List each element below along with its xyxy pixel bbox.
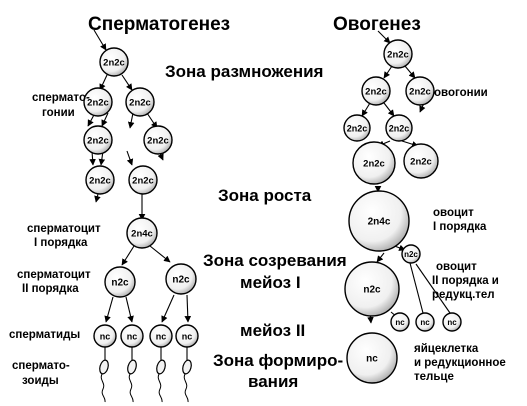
polar-body-cell: nc xyxy=(442,312,462,332)
spermatozoon-icon xyxy=(182,359,192,403)
svg-text:2n2c: 2n2c xyxy=(387,50,409,61)
svg-text:2n2c: 2n2c xyxy=(147,136,169,147)
label-egg-1: яйцеклетка xyxy=(414,343,479,355)
spermatid-cell: nc xyxy=(149,324,173,348)
label-spermatocyte2-1: сперматоцит xyxy=(17,269,91,281)
svg-text:2n2c: 2n2c xyxy=(89,176,111,187)
growing-oocyte-cell: 2n2c xyxy=(403,143,439,179)
label-spermatogonia-2: гонии xyxy=(42,107,75,119)
svg-text:nc: nc xyxy=(420,318,430,327)
oogenesis-tree: 2n2c 2n2c 2n2c 2n2c 2n2c 2n2c 2n2c 2n4c … xyxy=(343,30,506,384)
label-spermatids: сперматиды xyxy=(9,329,80,341)
label-egg-2: и редукционное xyxy=(414,357,506,369)
spermatogenesis-tree: 2n2c 2n2c 2n2c 2n2c 2n2c 2n2c 2n2c 2n4c … xyxy=(9,29,199,403)
spermatid-cell: nc xyxy=(120,324,144,348)
label-spermatozoa-2: зоиды xyxy=(22,375,59,387)
svg-text:2n2c: 2n2c xyxy=(87,136,109,147)
polar-body-cell: nc xyxy=(390,312,410,332)
svg-text:2n2c: 2n2c xyxy=(363,159,385,170)
zone-meiosis-1: мейоз I xyxy=(240,273,301,292)
oogenesis-title: Овогенез xyxy=(333,14,421,35)
svg-text:nc: nc xyxy=(100,331,111,341)
oogonium-cell: 2n2c xyxy=(343,114,371,142)
svg-text:nc: nc xyxy=(182,331,193,341)
spermatozoon-icon xyxy=(99,359,109,403)
svg-text:nc: nc xyxy=(447,318,457,327)
svg-text:n2c: n2c xyxy=(111,278,129,289)
label-oocyte2-1: овоцит xyxy=(436,261,477,273)
spermatozoon-icon xyxy=(127,359,137,403)
svg-text:nc: nc xyxy=(156,331,167,341)
zone-maturation: Зона созревания xyxy=(203,251,347,270)
svg-text:2n2c: 2n2c xyxy=(365,87,387,98)
svg-text:2n2c: 2n2c xyxy=(409,87,431,98)
label-spermatozoa-1: спермато- xyxy=(12,360,70,372)
spermatid-cell: nc xyxy=(175,324,199,348)
spermatogonium-cell: 2n2c xyxy=(83,125,113,155)
label-spermatocyte1-2: I порядка xyxy=(34,237,88,249)
svg-text:nc: nc xyxy=(127,331,138,341)
polar-body-cell: n2c xyxy=(401,244,421,264)
svg-text:2n2c: 2n2c xyxy=(410,157,432,168)
spermatogonium-cell: 2n2c xyxy=(85,165,115,195)
spermatid-cell: nc xyxy=(93,324,117,348)
label-oogonia: овогонии xyxy=(434,87,488,99)
label-oocyte2-2: II порядка и xyxy=(432,275,499,287)
svg-text:2n4c: 2n4c xyxy=(131,229,153,240)
label-spermatocyte2-2: II порядка xyxy=(22,283,79,295)
label-spermatocyte1-1: сперматоцит xyxy=(27,223,101,235)
svg-text:2n2c: 2n2c xyxy=(129,98,151,109)
svg-text:n2c: n2c xyxy=(172,275,190,286)
polar-body-cell: nc xyxy=(415,312,435,332)
label-oocyte2-3: редукц.тел xyxy=(432,289,495,301)
secondary-spermatocyte-cell: n2c xyxy=(165,263,197,295)
svg-text:n2c: n2c xyxy=(404,250,418,259)
spermatogonium-cell: 2n2c xyxy=(83,87,113,117)
primary-spermatocyte-cell: 2n4c xyxy=(126,217,158,249)
secondary-oocyte-cell: n2c xyxy=(344,261,400,317)
egg-cell: nc xyxy=(346,332,398,384)
svg-text:2n2c: 2n2c xyxy=(103,58,125,69)
svg-text:2n2c: 2n2c xyxy=(87,98,109,109)
primary-oocyte-cell: 2n4c xyxy=(348,190,410,252)
oogonium-cell: 2n2c xyxy=(383,39,413,69)
svg-text:nc: nc xyxy=(366,354,378,365)
spermatogonium-cell: 2n2c xyxy=(128,165,158,195)
label-egg-3: тельце xyxy=(414,371,454,383)
zone-growth: Зона роста xyxy=(218,186,312,205)
oogonium-cell: 2n2c xyxy=(385,114,413,142)
svg-text:n2c: n2c xyxy=(363,285,381,296)
zone-formation-line1: Зона формиро- xyxy=(213,351,343,370)
label-oocyte1-1: овоцит xyxy=(433,207,474,219)
oogonium-cell: 2n2c xyxy=(405,76,435,106)
spermatogonium-cell: 2n2c xyxy=(99,47,129,77)
svg-text:2n2c: 2n2c xyxy=(347,123,368,133)
svg-text:nc: nc xyxy=(395,318,405,327)
oogonium-cell: 2n2c xyxy=(361,76,391,106)
zone-reproduction: Зона размножения xyxy=(165,62,323,81)
zone-formation-line2: вания xyxy=(248,372,298,391)
spermatozoon-icon xyxy=(156,359,166,403)
spermatogonium-cell: 2n2c xyxy=(125,87,155,117)
growing-oocyte-cell: 2n2c xyxy=(352,141,396,185)
zone-meiosis-2: мейоз II xyxy=(240,321,305,340)
secondary-spermatocyte-cell: n2c xyxy=(104,266,136,298)
svg-text:2n2c: 2n2c xyxy=(389,123,410,133)
label-oocyte1-2: I порядка xyxy=(433,221,487,233)
spermatogonium-cell: 2n2c xyxy=(143,125,173,155)
svg-text:2n4c: 2n4c xyxy=(368,217,391,228)
label-spermatogonia-1: сперматo- xyxy=(32,92,90,104)
svg-text:2n2c: 2n2c xyxy=(132,176,154,187)
spermatogenesis-title: Сперматогенез xyxy=(88,14,230,35)
